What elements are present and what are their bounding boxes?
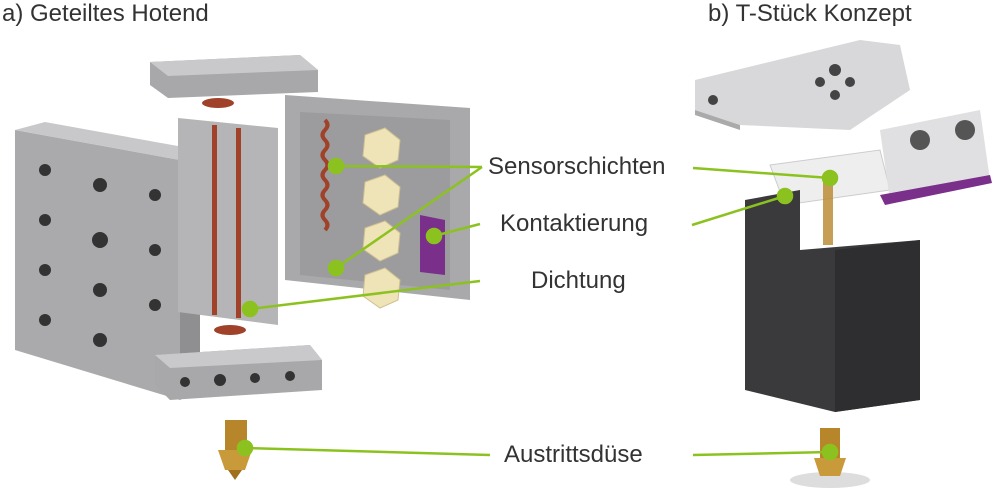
title-b: b) T-Stück Konzept [708,0,912,27]
seal-ring-bottom [214,325,246,335]
label-nozzle: Austrittsdüse [504,441,643,468]
leader-lines [236,157,839,461]
hotend-b-render [695,40,992,488]
top-t-block [695,40,910,130]
label-contacting: Kontaktierung [500,210,649,237]
title-a: a) Geteiltes Hotend [2,0,209,27]
nuts [362,127,401,309]
seal-ring-top [202,98,234,108]
hotend-a-render [15,55,470,480]
label-seal: Dichtung [531,267,626,294]
label-sensor-layers: Sensorschichten [488,153,666,180]
center-plates [178,118,278,325]
left-block [15,130,180,400]
